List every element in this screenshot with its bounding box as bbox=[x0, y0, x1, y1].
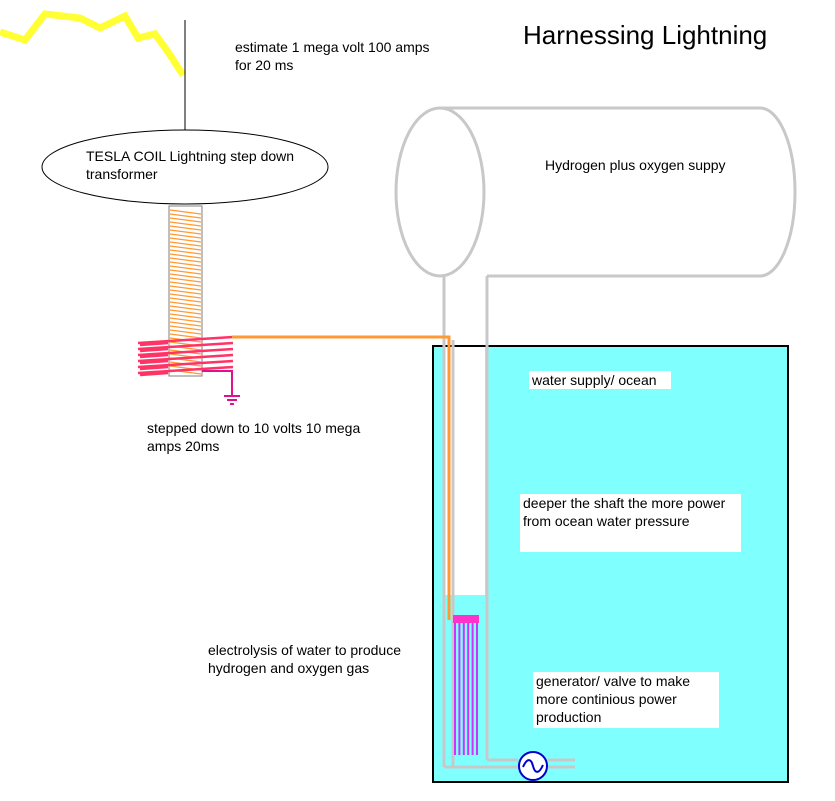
shaft-pipes bbox=[442, 276, 575, 769]
power-wire bbox=[232, 335, 451, 620]
ground-symbol-icon bbox=[224, 395, 240, 405]
shaft-pressure-label: deeper the shaft the more power from oce… bbox=[520, 494, 741, 552]
tesla-coil-ellipse bbox=[41, 129, 329, 205]
page-title: Harnessing Lightning bbox=[523, 20, 768, 50]
ground-wire bbox=[202, 370, 233, 395]
electrode-rods bbox=[454, 623, 478, 755]
primary-coil-windings bbox=[169, 209, 202, 375]
ac-generator-symbol-icon bbox=[518, 751, 548, 781]
generator-label: generator/ valve to make more continious… bbox=[533, 672, 719, 728]
gas-tank bbox=[394, 106, 797, 278]
electrolysis-label: electrolysis of water to produce hydroge… bbox=[208, 642, 401, 676]
tesla-coil-label: TESLA COIL Lightning step down transform… bbox=[86, 148, 295, 182]
electrode-top-plate bbox=[453, 615, 479, 623]
secondary-coil-windings bbox=[137, 335, 234, 377]
estimate-label: estimate 1 mega volt 100 amps for 20 ms bbox=[235, 39, 430, 73]
shaft bbox=[444, 347, 485, 595]
water-supply-label: water supply/ ocean bbox=[529, 371, 671, 389]
gas-tank-label: Hydrogen plus oxygen suppy bbox=[545, 157, 726, 173]
stepped-down-label: stepped down to 10 volts 10 mega amps 20… bbox=[147, 420, 361, 454]
lightning-bolt-icon bbox=[0, 10, 186, 77]
